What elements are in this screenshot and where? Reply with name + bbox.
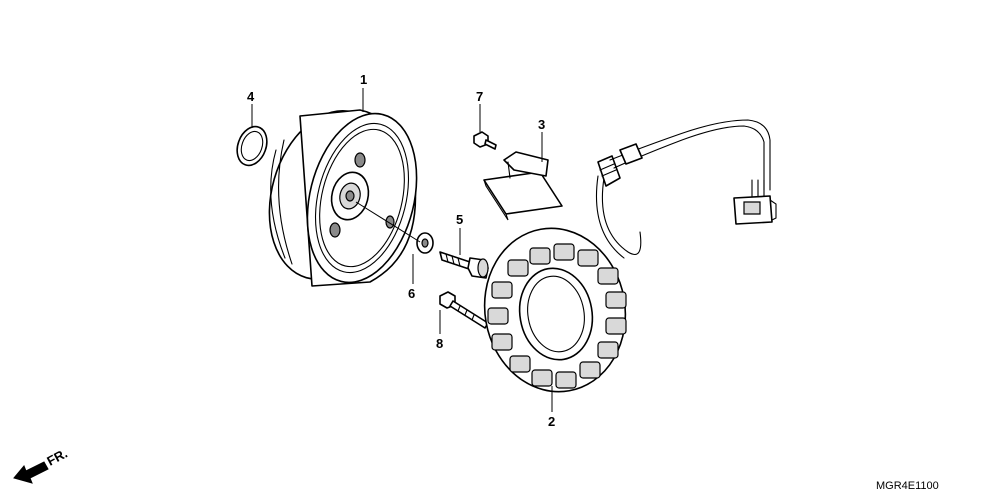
leader-lines <box>251 88 553 412</box>
callout-8: 8 <box>436 336 443 351</box>
part-1-flywheel <box>268 109 418 287</box>
part-5-bolt <box>439 251 489 279</box>
part-4-o-ring <box>236 125 268 167</box>
part-2-stator <box>483 227 627 393</box>
connector <box>733 195 777 225</box>
part-6-washer <box>416 232 434 254</box>
direction-label: FR. <box>44 446 70 469</box>
callout-5: 5 <box>456 212 463 227</box>
callout-1: 1 <box>360 72 367 87</box>
stator-coils <box>487 243 627 389</box>
callout-2: 2 <box>548 414 555 429</box>
part-7-bolt <box>473 131 497 150</box>
part-8-bolt <box>439 291 489 329</box>
callout-4: 4 <box>247 89 255 104</box>
callout-6: 6 <box>408 286 415 301</box>
diagram-code: MGR4E1100 <box>876 480 939 492</box>
front-direction-arrow: FR. <box>13 446 70 484</box>
callout-7: 7 <box>476 89 483 104</box>
part-3-clamp <box>483 151 563 221</box>
wiring-harness <box>595 119 771 259</box>
callout-3: 3 <box>538 117 545 132</box>
